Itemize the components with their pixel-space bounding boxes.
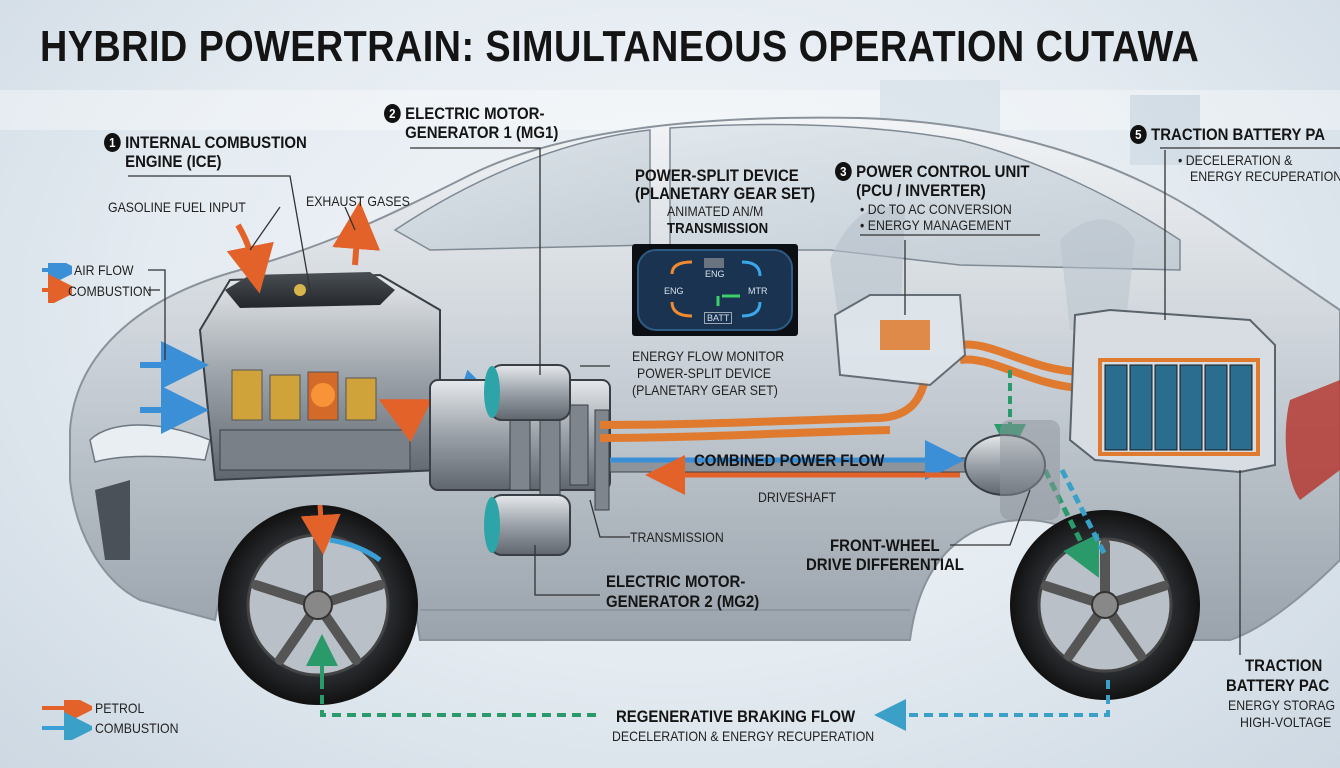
leader-lines xyxy=(128,147,1340,655)
legend-bottom-arrows xyxy=(42,700,92,740)
number-badge: 1 xyxy=(104,133,121,152)
mg2-motor xyxy=(484,494,571,556)
monitor-eng-top: ENG xyxy=(705,269,725,279)
battery-bullet-2: ENERGY RECUPERATION xyxy=(1190,168,1340,184)
psd-title-2: (PLANETARY GEAR SET) xyxy=(635,184,816,203)
transmission-label: TRANSMISSION xyxy=(630,529,724,545)
mg2-label-1: ELECTRIC MOTOR- xyxy=(606,572,746,591)
mg2-label-2: GENERATOR 2 (MG2) xyxy=(606,592,760,611)
number-badge: 2 xyxy=(384,104,401,123)
monitor-caption-3: (PLANETARY GEAR SET) xyxy=(632,382,778,398)
battery-bullet-1: • DECELERATION & xyxy=(1178,152,1293,168)
battery-pack xyxy=(1068,308,1276,474)
combined-power-flow-label: COMBINED POWER FLOW xyxy=(694,451,885,470)
mg1-motor xyxy=(484,364,571,421)
legend-combustion: COMBUSTION xyxy=(68,283,152,299)
energy-flow-monitor: ENG ENG MTR BATT xyxy=(632,244,798,336)
differential-label-2: DRIVE DIFFERENTIAL xyxy=(806,555,964,574)
number-badge: 5 xyxy=(1130,125,1147,144)
engine-block xyxy=(140,201,499,563)
monitor-mtr: MTR xyxy=(748,286,768,296)
exhaust-label: EXHAUST GASES xyxy=(306,193,410,209)
legend-top-arrows xyxy=(42,263,72,303)
psd-animated: ANIMATED AN/M xyxy=(667,203,764,219)
gasoline-label: GASOLINE FUEL INPUT xyxy=(108,199,246,215)
monitor-caption-1: ENERGY FLOW MONITOR xyxy=(632,348,785,364)
psd-title-1: POWER-SPLIT DEVICE xyxy=(635,166,799,185)
pcu-bullet-2: • ENERGY MANAGEMENT xyxy=(860,217,1012,233)
transmission-assembly xyxy=(429,364,611,556)
legend-air-flow: AIR FLOW xyxy=(74,262,134,278)
differential-label-1: FRONT-WHEEL xyxy=(830,536,940,555)
regen-title: REGENERATIVE BRAKING FLOW xyxy=(616,707,856,726)
pcu-unit xyxy=(833,294,967,387)
psd-transmission: TRANSMISSION xyxy=(667,220,769,237)
monitor-caption-2: POWER-SPLIT DEVICE xyxy=(637,365,771,381)
diagram-title: HYBRID POWERTRAIN: SIMULTANEOUS OPERATIO… xyxy=(40,22,1200,71)
regen-subtitle: DECELERATION & ENERGY RECUPERATION xyxy=(612,728,875,744)
legend-combustion-bottom: COMBUSTION xyxy=(95,720,179,736)
battery-bottom-3: ENERGY STORAG xyxy=(1228,697,1336,713)
driveshaft-label: DRIVESHAFT xyxy=(758,489,837,505)
monitor-batt: BATT xyxy=(704,312,733,324)
monitor-graphic xyxy=(637,249,793,331)
pistons xyxy=(231,369,377,421)
battery-bottom-4: HIGH-VOLTAGE xyxy=(1240,714,1332,730)
battery-bottom-2: BATTERY PAC xyxy=(1226,676,1330,695)
front-wheel xyxy=(218,505,418,705)
pcu-bullet-1: • DC TO AC CONVERSION xyxy=(860,201,1012,217)
background-room xyxy=(0,80,1340,165)
rear-wheel xyxy=(1010,510,1200,700)
differential xyxy=(964,420,1060,520)
monitor-eng-left: ENG xyxy=(664,286,684,296)
legend-petrol: PETROL xyxy=(95,700,145,716)
number-badge: 3 xyxy=(835,162,852,181)
battery-bottom-1: TRACTION xyxy=(1245,656,1323,675)
